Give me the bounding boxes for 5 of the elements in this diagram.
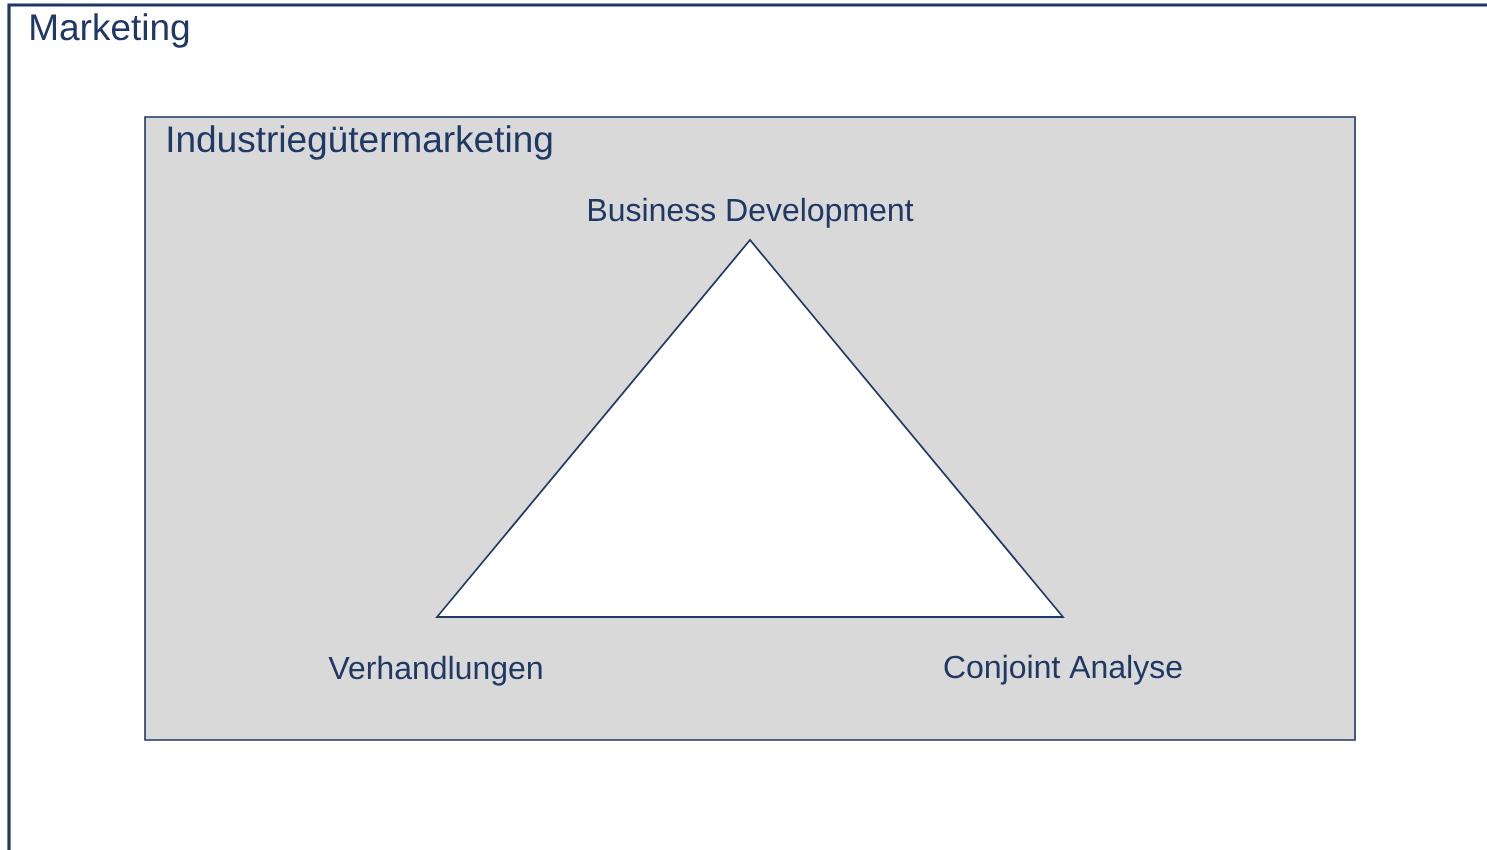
vertex-label: Verhandlungen: [328, 655, 542, 686]
vertex-label: Conjoint Analyse: [944, 654, 1182, 685]
heading: Marketing: [31, 13, 189, 48]
heading: Industriegütermarketing: [168, 125, 552, 160]
vertex-label: Business Development: [589, 197, 914, 228]
